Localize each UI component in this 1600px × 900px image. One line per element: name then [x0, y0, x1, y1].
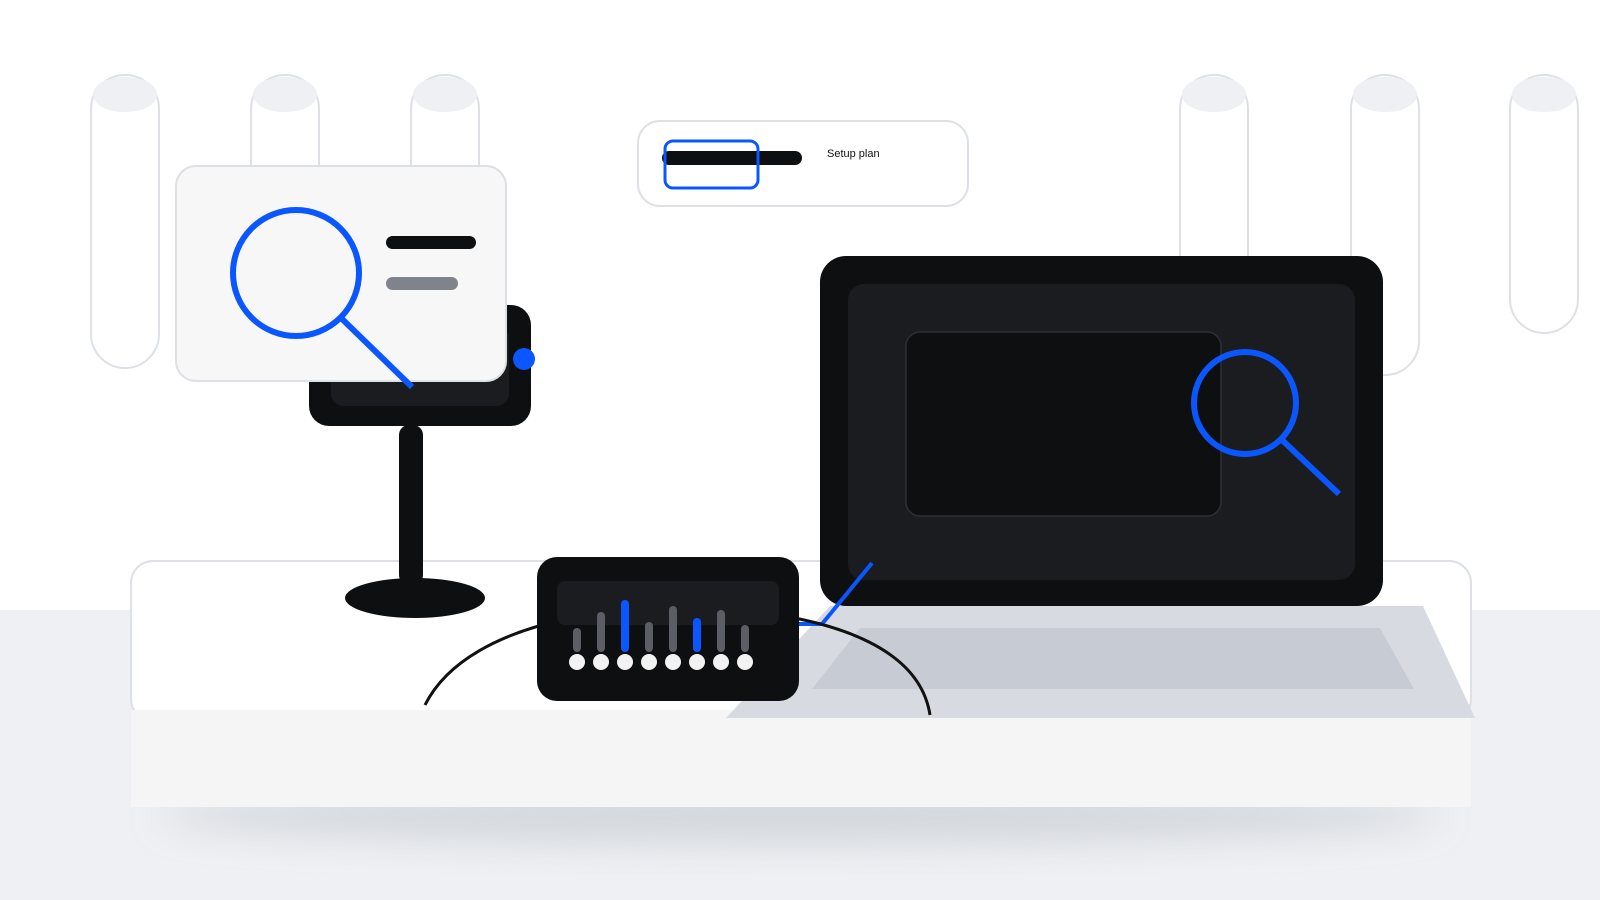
laptop-screen-window [905, 331, 1222, 517]
mixer-slider[interactable] [645, 622, 653, 652]
mixer-knob[interactable] [641, 654, 657, 670]
pillar [1509, 74, 1579, 334]
desk-front [131, 710, 1471, 807]
mixer-knob[interactable] [617, 654, 633, 670]
mixer-slider[interactable] [741, 625, 749, 652]
mixer-slider[interactable] [597, 612, 605, 652]
mixer-slider[interactable] [573, 628, 581, 652]
audio-mixer-panel [557, 581, 779, 625]
magnifier-icon [230, 207, 415, 390]
monitor-base [345, 578, 485, 618]
mixer-slider[interactable] [693, 618, 701, 652]
mixer-slider[interactable] [717, 610, 725, 652]
mixer-knob[interactable] [665, 654, 681, 670]
pillar-caps [93, 77, 1576, 112]
mixer-knob[interactable] [593, 654, 609, 670]
laptop-keyboard [812, 628, 1414, 689]
setup-selection-frame[interactable] [663, 139, 760, 190]
text-line-dark [386, 236, 476, 249]
mixer-knob[interactable] [689, 654, 705, 670]
pillar [90, 74, 160, 369]
mixer-knob[interactable] [737, 654, 753, 670]
monitor-neck [399, 425, 423, 585]
status-dot [513, 348, 535, 370]
magnifier-icon [1191, 349, 1342, 497]
setup-card-label: Setup plan [827, 148, 880, 160]
search-card [175, 165, 507, 382]
mixer-knob[interactable] [569, 654, 585, 670]
mixer-slider[interactable] [669, 606, 677, 652]
setup-progress-bar [662, 151, 802, 165]
text-line-gray [386, 277, 458, 290]
mixer-channels [569, 600, 753, 670]
mixer-knob[interactable] [713, 654, 729, 670]
mixer-slider[interactable] [621, 600, 629, 652]
